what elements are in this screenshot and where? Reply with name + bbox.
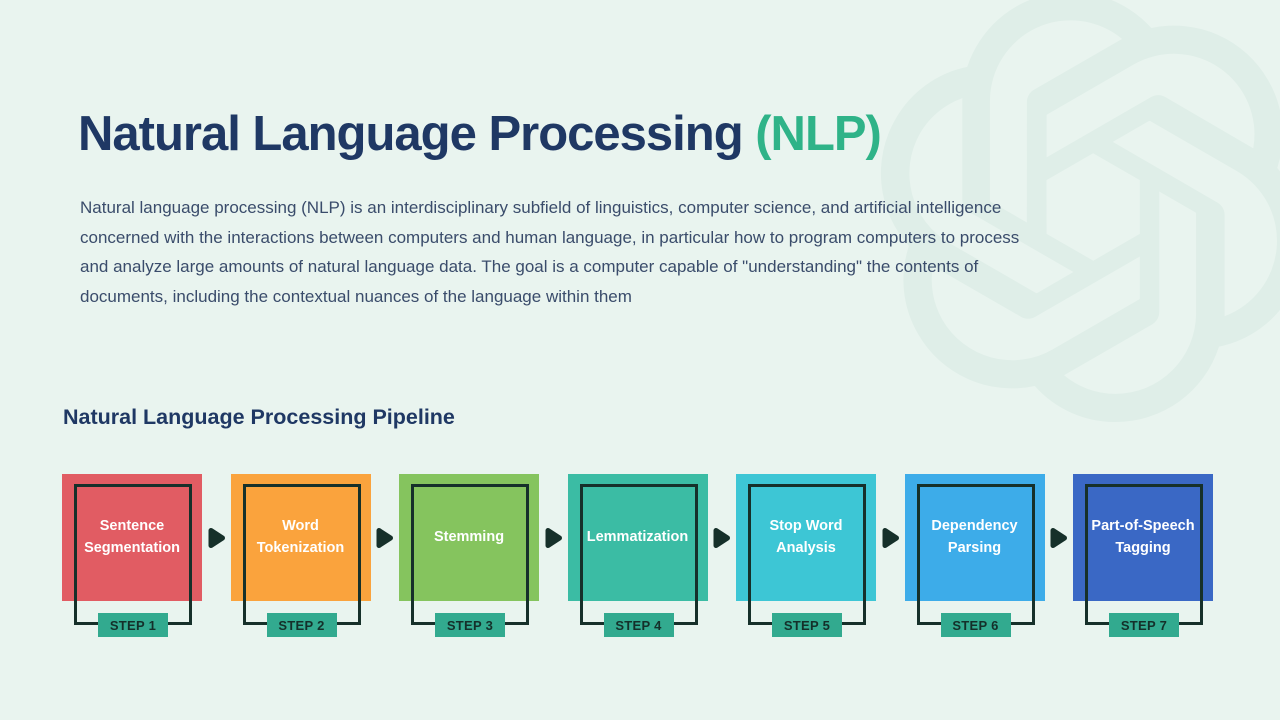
- pipeline-step-5: Stop Word Analysis STEP 5: [736, 474, 876, 642]
- step-label: Stop Word Analysis: [769, 518, 843, 556]
- step-outline-frame: [579, 484, 698, 625]
- step-outline-frame: [748, 484, 866, 625]
- step-badge: STEP 6: [940, 613, 1011, 637]
- step-badge: STEP 2: [266, 613, 337, 637]
- step-label: Word Tokenization: [256, 518, 345, 556]
- intro-line: concerned with the interactions between …: [80, 227, 1020, 247]
- step-box: Stemming: [399, 474, 539, 601]
- page-title: Natural Language Processing (NLP): [78, 106, 882, 162]
- step-label: Dependency Parsing: [931, 518, 1018, 556]
- step-badge: STEP 5: [772, 613, 842, 637]
- step-label: Stemming: [433, 528, 505, 545]
- step-box: Dependency Parsing: [904, 474, 1045, 601]
- step-badge: STEP 1: [98, 613, 168, 637]
- pipeline-step-1: Sentence Segmentation STEP 1: [62, 474, 202, 642]
- intro-paragraph: Natural language processing (NLP) is an …: [80, 193, 1019, 311]
- arrow-right-icon: [539, 474, 568, 601]
- arrow-right-icon: [876, 474, 905, 601]
- step-box: Lemmatization: [567, 474, 708, 601]
- step-outline-frame: [916, 484, 1035, 625]
- step-badge: STEP 3: [435, 613, 505, 637]
- step-outline-frame: [411, 484, 529, 625]
- pipeline-step-2: Word Tokenization STEP 2: [230, 474, 371, 642]
- intro-line: and analyze large amounts of natural lan…: [80, 257, 979, 276]
- intro-line: Natural language processing (NLP) is an …: [80, 198, 1002, 217]
- pipeline-step-6: Dependency Parsing STEP 6: [904, 474, 1045, 642]
- step-badge: STEP 7: [1109, 613, 1179, 637]
- step-box: Stop Word Analysis: [736, 474, 876, 601]
- step-badge: STEP 4: [603, 613, 674, 637]
- pipeline-step-7: Part-of-Speech Tagging STEP 7: [1073, 474, 1213, 642]
- step-label: Part-of-Speech Tagging: [1091, 518, 1195, 556]
- pipeline-step-4: Lemmatization STEP 4: [567, 474, 708, 642]
- step-outline-frame: [74, 484, 192, 625]
- arrow-right-icon: [708, 474, 737, 601]
- page-title-main: Natural Language Processing: [78, 107, 744, 161]
- arrow-right-icon: [371, 474, 400, 601]
- step-box: Part-of-Speech Tagging: [1073, 474, 1213, 601]
- step-box: Word Tokenization: [230, 474, 371, 601]
- step-box: Sentence Segmentation: [62, 474, 202, 601]
- step-outline-frame: [242, 484, 361, 625]
- intro-line: documents, including the contextual nuan…: [80, 286, 632, 306]
- page-title-highlight: (NLP): [742, 107, 882, 161]
- arrow-right-icon: [1045, 474, 1074, 601]
- step-label: Sentence Segmentation: [84, 518, 180, 556]
- pipeline-step-3: Stemming STEP 3: [399, 474, 539, 642]
- pipeline-diagram: Sentence Segmentation STEP 1 Word Tokeni…: [62, 474, 1213, 642]
- arrow-right-icon: [202, 474, 231, 601]
- step-label: Lemmatization: [586, 528, 689, 545]
- pipeline-heading: Natural Language Processing Pipeline: [63, 405, 455, 429]
- step-outline-frame: [1085, 484, 1203, 625]
